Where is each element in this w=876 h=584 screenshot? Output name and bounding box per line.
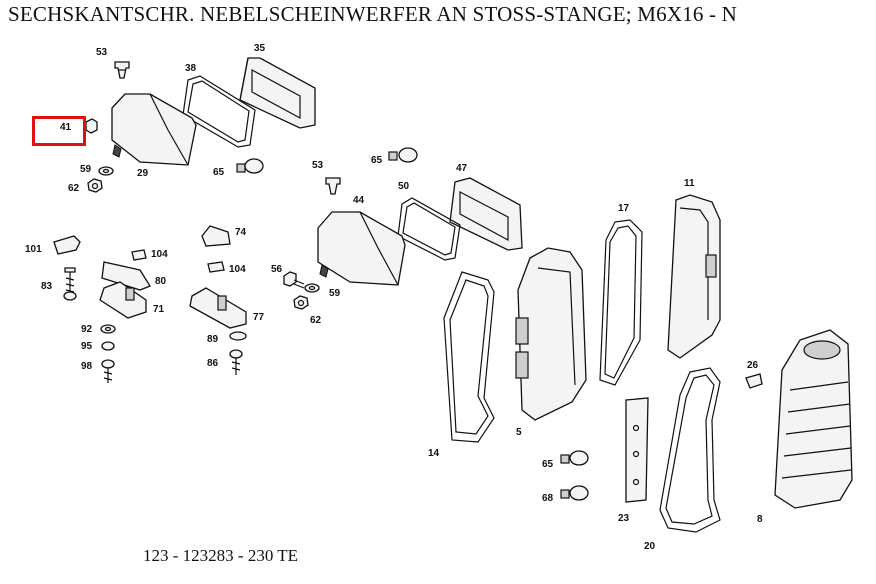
part-label-11[interactable]: 11 <box>684 178 695 189</box>
part-label-89[interactable]: 89 <box>207 334 219 345</box>
part-label-26[interactable]: 26 <box>747 360 759 371</box>
tail-lens-part-11[interactable] <box>667 194 721 359</box>
part-label-86[interactable]: 86 <box>207 358 219 369</box>
part-label-104[interactable]: 104 <box>229 264 246 275</box>
bulb-part-65-upper[interactable] <box>236 158 264 174</box>
screw-part-86[interactable] <box>229 349 243 375</box>
page-title: SECHSKANTSCHR. NEBELSCHEINWERFER AN STOS… <box>8 2 738 26</box>
part-label-71[interactable]: 71 <box>153 304 165 315</box>
washer-part-92[interactable] <box>100 324 116 334</box>
tail-lamp-housing-part-5[interactable] <box>515 247 587 421</box>
part-label-62[interactable]: 62 <box>68 183 80 194</box>
part-label-65[interactable]: 65 <box>213 167 225 178</box>
bulb-part-65-lower[interactable] <box>560 450 589 466</box>
washer-part-59-lower[interactable] <box>304 283 320 293</box>
clip-part-53-upper[interactable] <box>114 61 130 79</box>
washer-part-89[interactable] <box>229 331 247 341</box>
part-label-29[interactable]: 29 <box>137 168 149 179</box>
part-label-41[interactable]: 41 <box>60 122 72 133</box>
part-label-95[interactable]: 95 <box>81 341 93 352</box>
part-label-5[interactable]: 5 <box>516 427 522 438</box>
selected-part-highlight[interactable] <box>32 116 86 146</box>
housing-frame-part-35[interactable] <box>239 57 316 129</box>
part-label-8[interactable]: 8 <box>757 514 763 525</box>
gasket-part-20[interactable] <box>659 367 721 533</box>
part-label-77[interactable]: 77 <box>253 312 265 323</box>
bulb-part-65-middle[interactable] <box>388 147 418 163</box>
lamp-holder-part-74[interactable] <box>201 225 231 247</box>
tail-lamp-part-8[interactable] <box>774 329 853 509</box>
part-label-14[interactable]: 14 <box>428 448 440 459</box>
fog-lamp-part-44[interactable] <box>317 211 406 286</box>
part-label-47[interactable]: 47 <box>456 163 468 174</box>
screw-part-83[interactable] <box>63 267 77 301</box>
part-label-68[interactable]: 68 <box>542 493 554 504</box>
bulb-part-104-lower[interactable] <box>207 261 225 273</box>
gasket-strip-part-80[interactable] <box>101 261 151 291</box>
gasket-part-50[interactable] <box>397 197 461 261</box>
lamp-socket-part-77[interactable] <box>189 287 247 329</box>
part-label-53[interactable]: 53 <box>312 160 324 171</box>
part-label-59[interactable]: 59 <box>80 164 92 175</box>
clip-part-26[interactable] <box>745 373 763 389</box>
part-label-59[interactable]: 59 <box>329 288 341 299</box>
part-label-65[interactable]: 65 <box>371 155 383 166</box>
housing-frame-part-47[interactable] <box>449 177 523 251</box>
part-label-17[interactable]: 17 <box>618 203 630 214</box>
part-label-50[interactable]: 50 <box>398 181 410 192</box>
part-label-35[interactable]: 35 <box>254 43 266 54</box>
part-label-74[interactable]: 74 <box>235 227 247 238</box>
part-label-38[interactable]: 38 <box>185 63 197 74</box>
part-label-62[interactable]: 62 <box>310 315 322 326</box>
nut-part-62-lower[interactable] <box>293 295 309 310</box>
part-label-53[interactable]: 53 <box>96 47 108 58</box>
part-label-56[interactable]: 56 <box>271 264 283 275</box>
part-label-83[interactable]: 83 <box>41 281 53 292</box>
nut-clip-part-101[interactable] <box>53 235 81 255</box>
screw-part-98[interactable] <box>101 359 115 383</box>
plate-part-23[interactable] <box>625 397 649 503</box>
washer-part-95[interactable] <box>101 341 115 351</box>
part-label-104[interactable]: 104 <box>151 249 168 260</box>
part-label-23[interactable]: 23 <box>618 513 630 524</box>
part-label-101[interactable]: 101 <box>25 244 42 255</box>
bolt-part-41[interactable] <box>85 118 98 134</box>
part-label-20[interactable]: 20 <box>644 541 656 552</box>
gasket-part-14[interactable] <box>443 271 495 443</box>
washer-part-59-upper[interactable] <box>98 166 114 176</box>
lamp-socket-part-71[interactable] <box>99 281 147 319</box>
nut-part-62-upper[interactable] <box>87 178 103 193</box>
bolt-part-56[interactable] <box>283 271 305 289</box>
bulb-part-104-upper[interactable] <box>131 249 147 261</box>
part-label-92[interactable]: 92 <box>81 324 93 335</box>
part-label-98[interactable]: 98 <box>81 361 93 372</box>
diagram-reference-footer: 123 - 123283 - 230 TE <box>143 546 299 565</box>
gasket-part-17[interactable] <box>599 219 643 386</box>
bulb-part-68[interactable] <box>560 485 589 501</box>
part-label-65[interactable]: 65 <box>542 459 554 470</box>
part-label-80[interactable]: 80 <box>155 276 167 287</box>
clip-part-53-middle[interactable] <box>325 177 341 195</box>
fog-lamp-part-29[interactable] <box>111 93 197 166</box>
part-label-44[interactable]: 44 <box>353 195 365 206</box>
